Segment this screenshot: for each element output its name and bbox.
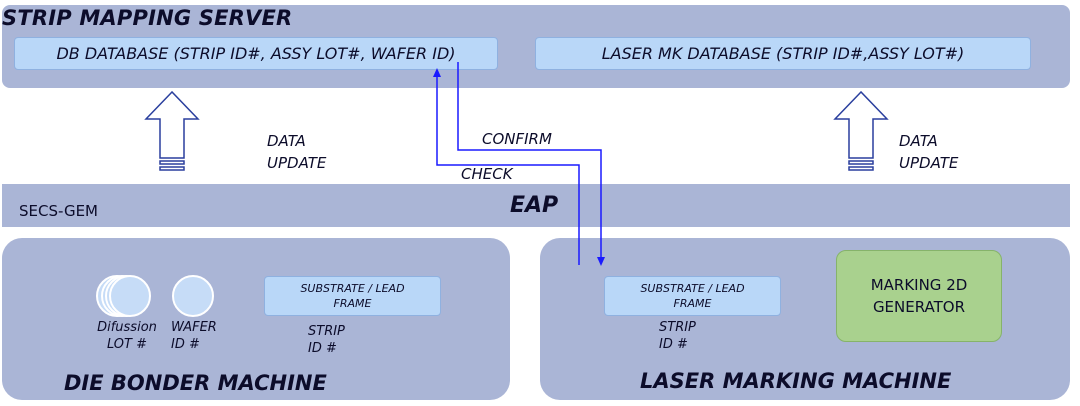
diffusion-label-line2: LOT # (106, 337, 148, 352)
diffusion-label-line1: Difussion (97, 320, 157, 335)
die-bonder-substrate-box: SUBSTRATE / LEAD FRAME (264, 276, 441, 316)
right-data-label: DATA (899, 132, 938, 150)
wafer-label-line1: WAFER (171, 320, 217, 335)
check-label: CHECK (461, 165, 513, 183)
wafer-label-line2: ID # (171, 337, 200, 352)
die-bonder-machine-panel (2, 238, 510, 400)
laser-substrate-line1: SUBSTRATE / LEAD (640, 282, 745, 295)
eap-label: EAP (510, 193, 559, 218)
confirm-flow-line (457, 62, 602, 262)
generator-line2: GENERATOR (872, 298, 966, 316)
wafer-icon (172, 275, 214, 317)
check-arrowhead (433, 68, 441, 77)
laser-mk-database-box: LASER MK DATABASE (STRIP ID#,ASSY LOT#) (535, 37, 1031, 70)
marking-2d-generator-box: MARKING 2D GENERATOR (836, 250, 1002, 342)
confirm-label: CONFIRM (482, 130, 552, 148)
wafer-id-label: WAFER ID # (171, 319, 217, 353)
left-data-update-arrow (144, 90, 200, 171)
left-data-update-label: DATA UPDATE (267, 130, 326, 174)
die-strip-line1: STRIP (308, 324, 345, 339)
die-substrate-line2: FRAME (333, 297, 372, 310)
laser-strip-line2: ID # (659, 337, 688, 352)
right-data-update-label: DATA UPDATE (899, 130, 958, 174)
db-database-box: DB DATABASE (STRIP ID#, ASSY LOT#, WAFER… (14, 37, 498, 70)
diffusion-lot-label: Difussion LOT # (92, 319, 162, 353)
server-title: STRIP MAPPING SERVER (2, 6, 293, 30)
diffusion-lot-icon (96, 275, 151, 317)
generator-line1: MARKING 2D (870, 276, 968, 294)
laser-substrate-box: SUBSTRATE / LEAD FRAME (604, 276, 781, 316)
laser-strip-line1: STRIP (659, 320, 696, 335)
left-data-label: DATA (267, 132, 306, 150)
confirm-arrowhead (597, 257, 605, 266)
right-data-update-arrow (833, 90, 889, 171)
laser-marking-title: LASER MARKING MACHINE (640, 369, 952, 393)
die-substrate-line1: SUBSTRATE / LEAD (300, 282, 405, 295)
die-strip-line2: ID # (308, 341, 337, 356)
secs-gem-label: SECS-GEM (19, 202, 98, 220)
laser-substrate-line2: FRAME (673, 297, 712, 310)
check-flow-line (436, 74, 580, 265)
laser-strip-id-label: STRIP ID # (659, 319, 696, 353)
right-update-label: UPDATE (899, 154, 959, 172)
die-bonder-title: DIE BONDER MACHINE (64, 371, 327, 395)
die-strip-id-label: STRIP ID # (308, 323, 345, 357)
eap-bar (2, 184, 1070, 227)
left-update-label: UPDATE (267, 154, 327, 172)
